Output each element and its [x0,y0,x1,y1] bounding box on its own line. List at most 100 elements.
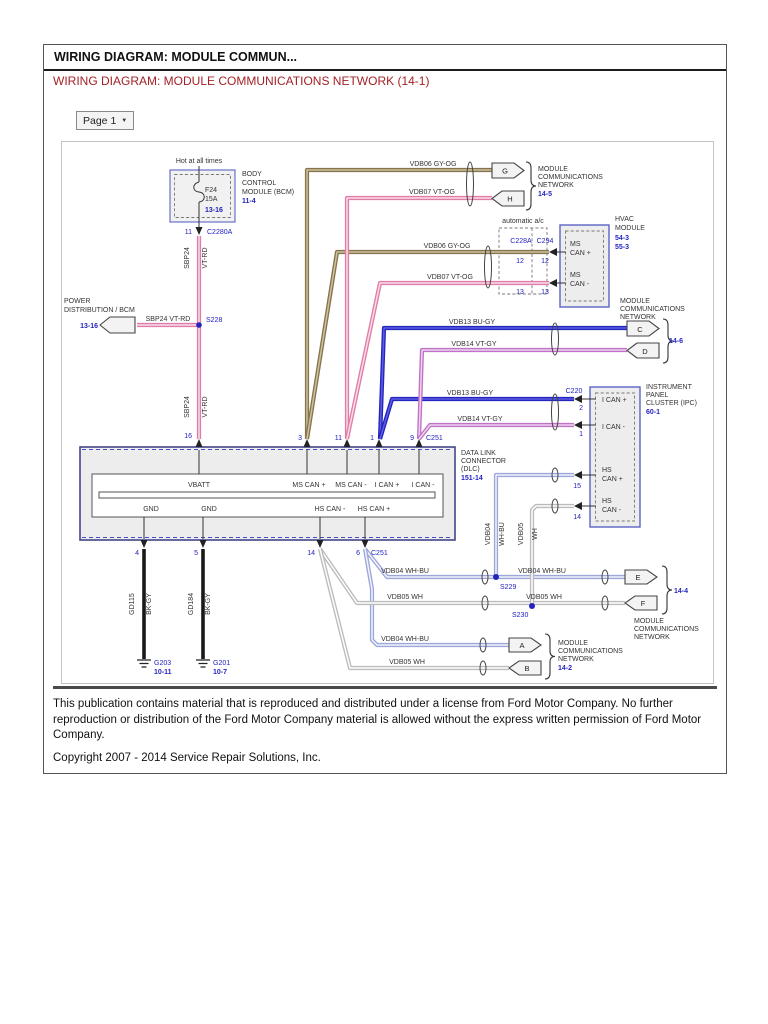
title-separator [44,69,726,71]
arrows [140,227,582,548]
link-hvac-ref2: 55-3 [615,244,629,251]
label-conn-A: A [519,641,524,650]
link-hvac-ref1: 54-3 [615,235,629,242]
label-vdb14-2: VDB14 VT-GY [457,416,502,423]
label-vtrd-v2: VT-RD [202,397,209,418]
label-gd184: GD184 [188,593,195,615]
label-vdb05-v: VDB05 [518,523,525,545]
page-selector[interactable]: Page 1 ▼ [76,111,135,130]
label-hvac-canp: CAN + [570,250,591,257]
label-dlc-icanm: I CAN - [412,482,436,489]
window-title: WIRING DIAGRAM: MODULE COMMUN... [54,50,298,64]
label-ipc-1: INSTRUMENT [646,384,693,391]
wires [137,170,627,668]
label-vdb05-3: VDB05 WH [389,659,425,666]
wiring-diagram: Hot at all times F24 15A 13-16 BODY CONT… [61,141,714,684]
label-conn-D: D [642,347,648,356]
label-conn-B: B [524,664,529,673]
label-ipc-3: CLUSTER (IPC) [646,400,697,407]
label-dlc-mscanp: MS CAN + [292,482,325,489]
label-bcm-2: CONTROL [242,180,276,187]
label-pin-3: 3 [298,435,302,442]
ipc-module-box [581,386,641,528]
label-ipc-pin2: 2 [579,405,583,412]
label-pin-5: 5 [194,550,198,557]
label-dlc-3: (DLC) [461,466,480,473]
label-net-cd-1: MODULE [620,298,650,305]
label-bkgy-2: BK-GY [205,593,212,615]
label-c220: C220 [566,388,583,395]
label-c228a: C228A [510,238,532,245]
link-dlc-ref: 151-14 [461,475,483,482]
label-conn-H: H [507,195,512,204]
connector-G [491,162,525,179]
label-net-ab-1: MODULE [558,640,588,647]
connector-F [624,595,658,611]
label-c294: C294 [537,238,554,245]
link-power-ref: 13-16 [80,323,98,330]
label-vdb05-2: VDB05 WH [526,594,562,601]
ground-g201 [196,659,210,668]
label-net-gh-3: NETWORK [538,182,574,189]
connector-A [508,637,542,653]
label-net-ab-2: COMMUNICATIONS [558,648,623,655]
link-ipc-ref: 60-1 [646,409,660,416]
label-s229: S229 [500,584,516,591]
page-selector-label: Page 1 [83,114,117,127]
label-vdb13-2: VDB13 BU-GY [447,390,494,397]
label-dlc-mscanm: MS CAN - [335,482,367,489]
label-gnd-1: GND [143,506,159,513]
label-net-cd-2: COMMUNICATIONS [620,306,685,313]
dropdown-arrow-icon: ▼ [121,117,128,124]
label-pin-14b: 14 [307,550,315,557]
label-ipc-pin15: 15 [573,483,581,490]
label-vtrd-v1: VT-RD [202,248,209,269]
wire-vdb04-to-ipc [496,475,574,577]
label-ipc-canp: CAN + [602,476,623,483]
label-bcm-1: BODY [242,171,262,178]
label-g203: G203 [154,660,171,667]
label-hvac-ms2: MS [570,272,581,279]
label-vdb04-v: VDB04 [485,523,492,545]
label-ipc-canm: CAN - [602,507,622,514]
label-pin13-a: 13 [516,289,524,296]
splice-s228 [196,322,202,328]
label-pin-9: 9 [410,435,414,442]
label-fuse-name: F24 [205,187,217,194]
link-bcm-ref: 11-4 [242,198,256,205]
label-power-1: POWER [64,298,90,305]
label-hvac-canm: CAN - [570,281,590,288]
label-conn-F: F [641,599,646,608]
label-vdb06-1: VDB06 GY-OG [410,161,457,168]
label-ipc-hs1: HS [602,467,612,474]
hvac-module-box [557,224,610,308]
label-net-ab-3: NETWORK [558,656,594,663]
label-vdb04-1: VDB04 WH-BU [381,568,429,575]
label-bcm-3: MODULE (BCM) [242,189,294,196]
splice-s229 [493,574,499,580]
label-vdb14-1: VDB14 VT-GY [451,341,496,348]
label-pin-11: 11 [185,229,192,236]
ground-symbols [137,659,210,668]
splice-s230 [529,603,535,609]
link-g203-ref: 10-11 [154,669,172,676]
label-sbp24-v2: SBP24 [184,396,191,418]
label-pin-11t: 11 [335,435,342,442]
label-ipc-pin1: 1 [579,431,583,438]
label-vdb05-1: VDB05 WH [387,594,423,601]
label-vdb06-2: VDB06 GY-OG [424,243,471,250]
label-c251-top: C251 [426,435,443,442]
label-hvac-2: MODULE [615,225,645,232]
label-conn-G: G [502,167,508,176]
dlc-box [79,446,456,541]
label-pin12-a: 12 [516,258,524,265]
copyright-text: Copyright 2007 - 2014 Service Repair Sol… [53,752,321,764]
label-net-ef-2: COMMUNICATIONS [634,626,699,633]
label-fuse-rating: 15A [205,196,218,203]
label-dlc-hscanm: HS CAN - [315,506,346,513]
label-net-gh-2: COMMUNICATIONS [538,174,603,181]
label-gnd-2: GND [201,506,217,513]
label-vdb07-1: VDB07 VT-OG [409,189,455,196]
label-pin-16: 16 [184,433,192,440]
